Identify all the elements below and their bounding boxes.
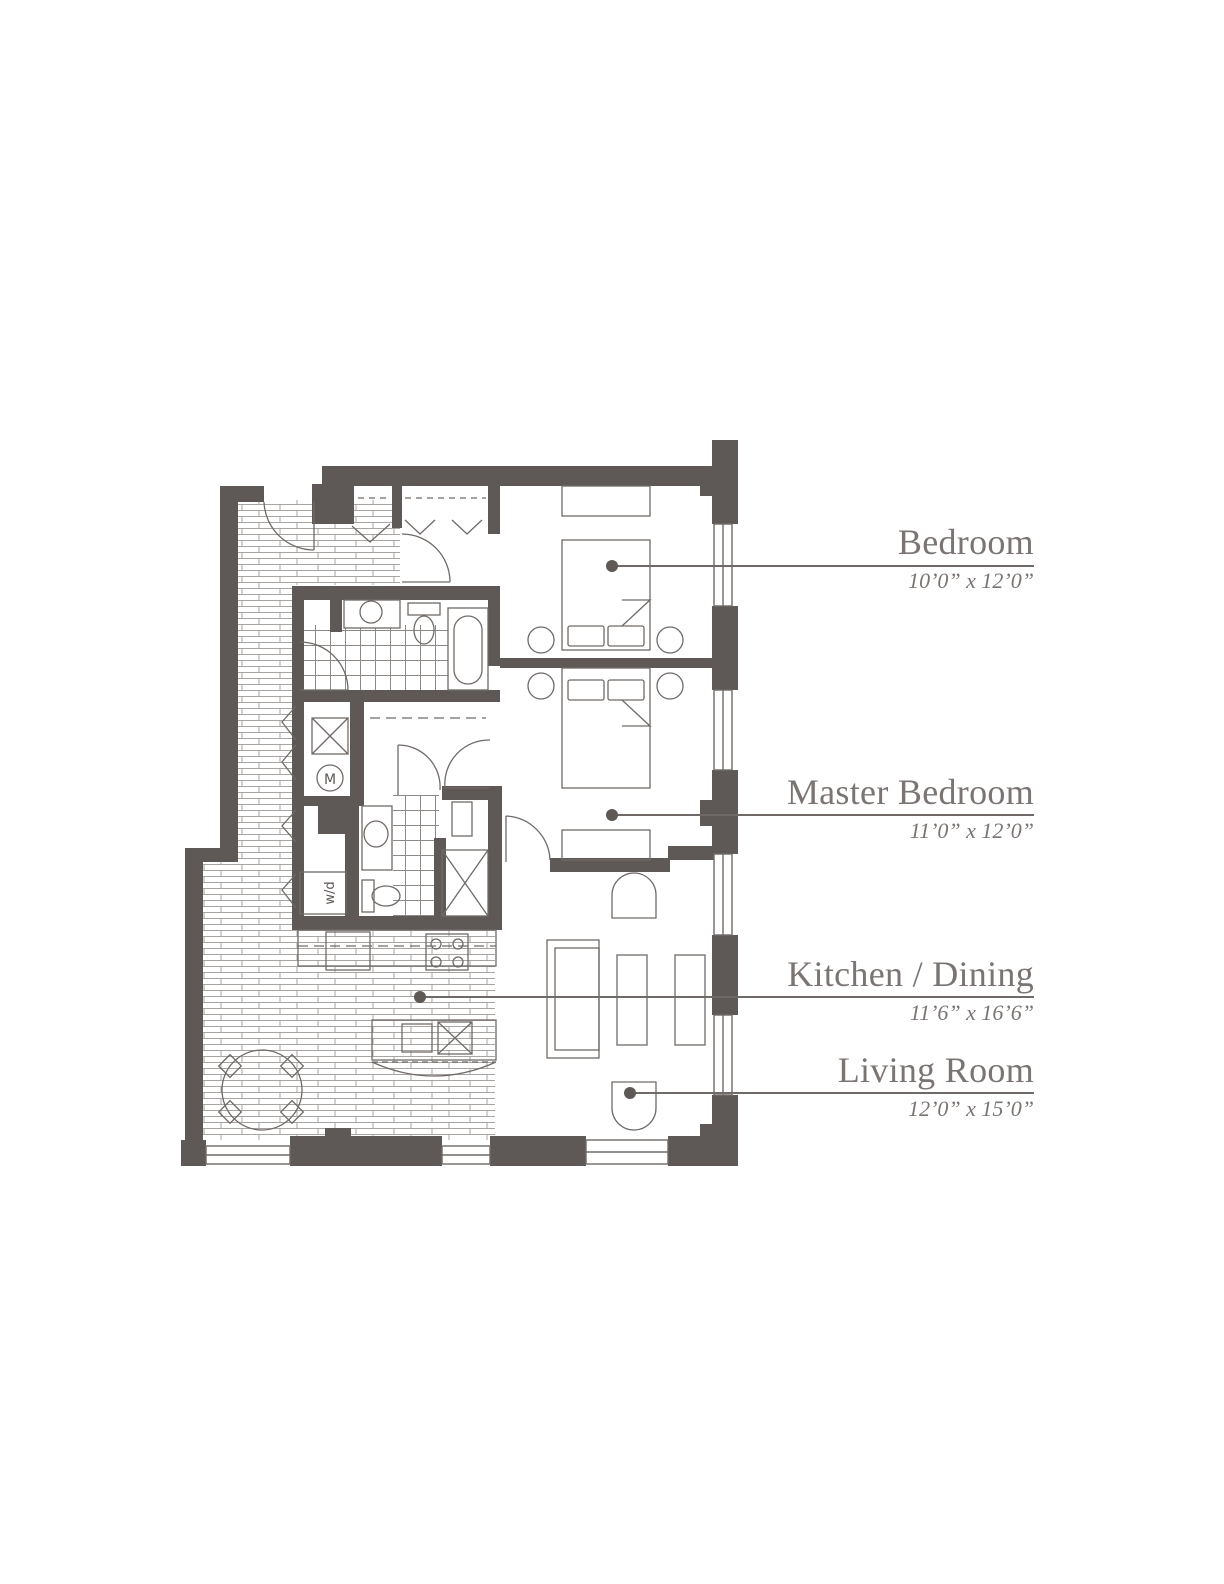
master-bed: [561, 667, 651, 789]
side-table: [674, 954, 706, 1046]
room-name: Master Bedroom: [786, 772, 1034, 812]
bedroom-dresser: [561, 485, 651, 517]
kitchen-counter: [297, 929, 497, 967]
doors: [263, 497, 551, 909]
kitchen-island: [371, 1019, 497, 1061]
washer-dryer-box: [299, 871, 347, 915]
armchair-top: [611, 872, 657, 919]
walls: [181, 440, 738, 1166]
room-name: Bedroom: [897, 522, 1034, 562]
hardwood-floor: [202, 500, 495, 1140]
room-name: Living Room: [837, 1050, 1034, 1090]
master-bath-tile-floor: [393, 795, 439, 917]
range-icon: [425, 933, 469, 971]
dining-table: [221, 1049, 303, 1131]
bath-tile-floor: [300, 625, 448, 693]
master-sink-icon: [363, 820, 389, 848]
coffee-table: [616, 954, 648, 1046]
master-toilet-icon: [371, 885, 401, 907]
room-dimensions: 10’0” x 12’0”: [908, 568, 1034, 593]
bedroom-bed: [561, 539, 651, 651]
shower: [441, 849, 489, 917]
room-label-kitchen-dining: Kitchen / Dining 11’6” x 16’6”: [787, 954, 1034, 1026]
mechanical-label: M: [324, 772, 336, 788]
room-label-master-bedroom: Master Bedroom 11’0” x 12’0”: [787, 772, 1034, 844]
room-name: Kitchen / Dining: [787, 954, 1034, 994]
room-dimensions: 12’0” x 15’0”: [908, 1096, 1034, 1121]
bath-sink-icon: [359, 600, 383, 624]
room-dimensions: 11’6” x 16’6”: [909, 1000, 1034, 1025]
armchair-bottom: [611, 1081, 657, 1131]
master-dresser: [561, 829, 651, 861]
leader-lines: [420, 565, 1034, 1094]
washer-dryer-label: w/d: [323, 881, 338, 904]
bathtub: [447, 607, 489, 691]
room-label-bedroom: Bedroom 10’0” x 12’0”: [898, 522, 1034, 594]
mechanical-icon: [316, 764, 344, 792]
kitchen-sink-icon: [401, 1023, 433, 1053]
bath-toilet-icon: [413, 615, 435, 645]
bath-vanity: [343, 599, 401, 629]
master-vanity: [361, 805, 393, 871]
room-label-living-room: Living Room 12’0” x 15’0”: [838, 1050, 1034, 1122]
room-dimensions: 11’0” x 12’0”: [909, 818, 1034, 843]
mech-closet-box: [311, 717, 349, 755]
leader-dots: [414, 560, 636, 1099]
fixtures: [217, 485, 706, 1131]
bath-toilet-tank: [407, 602, 441, 616]
